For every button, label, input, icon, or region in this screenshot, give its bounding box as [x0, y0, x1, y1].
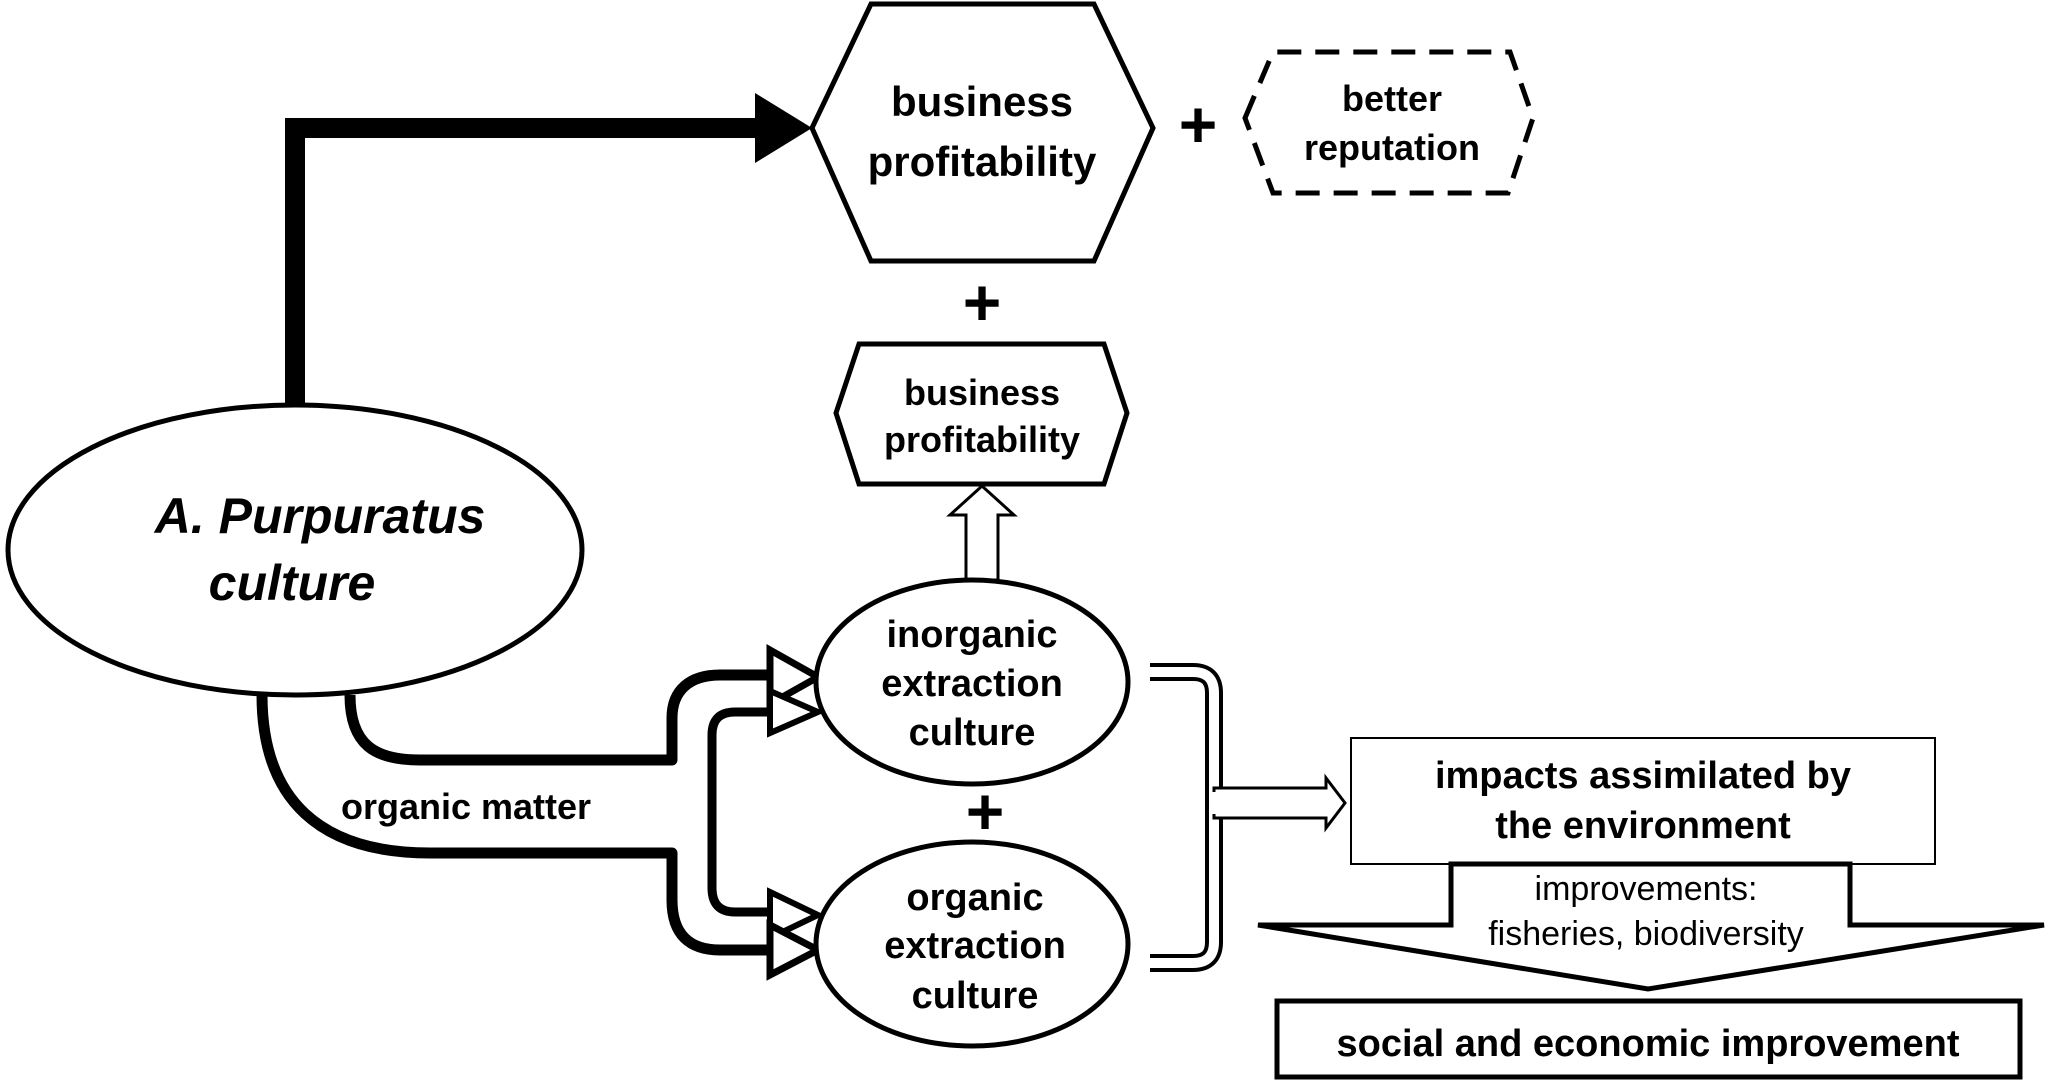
purpuratus-line1: A. Purpuratus: [153, 488, 486, 544]
impacts-box: impacts assimilated by the environment: [1350, 737, 1936, 865]
organic-matter-arrowheads: [766, 644, 826, 981]
better-reputation-line1: better: [1342, 78, 1442, 119]
improvements-down-arrow: improvements: fisheries, biodiversity: [1257, 861, 2045, 992]
inorganic-line2: extraction: [881, 663, 1063, 705]
improvements-line2: fisheries, biodiversity: [1488, 915, 1804, 953]
purpuratus-line2: culture: [209, 555, 376, 611]
organic-line3: culture: [912, 975, 1039, 1017]
organic-line2: extraction: [884, 925, 1066, 967]
business-profitability-small-hexagon: business profitability: [833, 341, 1130, 487]
inorganic-line3: culture: [909, 712, 1036, 754]
organic-line1: organic: [906, 877, 1043, 919]
better-reputation-hexagon: better reputation: [1242, 49, 1536, 196]
plus-sign-reputation: +: [1179, 87, 1218, 161]
hollow-up-arrow: [946, 483, 1018, 582]
improvements-line1: improvements:: [1535, 870, 1758, 908]
social-economic-label: social and economic improvement: [1337, 1023, 1960, 1065]
business-profitability-small-line1: business: [904, 372, 1060, 413]
organic-extraction-culture-ellipse: organic extraction culture: [813, 839, 1131, 1049]
social-economic-box: social and economic improvement: [1274, 998, 2023, 1080]
plus-sign-extraction: +: [966, 774, 1005, 848]
business-profitability-main-hexagon: business profitability: [809, 1, 1156, 264]
profit-arrow: [285, 93, 812, 408]
impacts-line1: impacts assimilated by: [1435, 755, 1851, 797]
impacts-line2: the environment: [1495, 805, 1791, 847]
inorganic-extraction-culture-ellipse: inorganic extraction culture: [813, 577, 1131, 787]
business-profitability-main-line2: profitability: [868, 138, 1097, 185]
organic-matter-flow: [256, 669, 790, 956]
purpuratus-culture-ellipse: A. Purpuratus culture: [5, 402, 585, 698]
impacts-flow: [1150, 663, 1347, 972]
inorganic-line1: inorganic: [886, 614, 1057, 656]
better-reputation-line2: reputation: [1304, 127, 1480, 168]
organic-matter-label: organic matter: [341, 786, 591, 827]
business-profitability-main-line1: business: [891, 78, 1073, 125]
business-profitability-small-line2: profitability: [884, 419, 1080, 460]
plus-sign-profitability: +: [963, 265, 1002, 339]
